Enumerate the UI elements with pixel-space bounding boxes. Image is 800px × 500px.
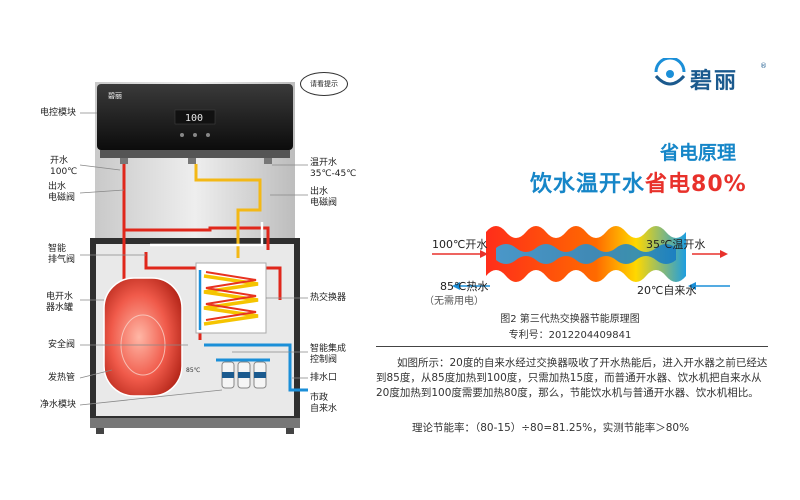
exchanger-tube-inner [496,244,676,264]
label-warm-water: 温开水 35℃-45℃ [310,158,357,179]
label-drain: 排水口 [310,373,338,383]
exchanger-diagram [432,226,730,290]
divider [376,346,768,347]
explanation-paragraph: 如图所示：20度的自来水经过交换器吸收了开水热能后，进入开水器之前已经达到85度… [376,357,768,399]
label-outlet-valve-left: 出水 电磁阀 [48,182,76,203]
panel-display: 100 [185,113,203,124]
label-control-module: 电控模块 [40,108,77,118]
label-hot-water: 开水 100℃ [50,156,78,177]
label-heat-exchanger: 热交换器 [310,293,347,303]
label-outlet-valve-right: 出水 电磁阀 [310,187,338,208]
exchanger-label-warm-out: 35℃温开水 [646,238,706,251]
brand-logo-icon [654,58,686,86]
label-tank: 电开水 器水罐 [46,292,74,313]
label-purify-module: 净水模块 [40,400,77,410]
hint-bubble[interactable]: 请看提示 [300,72,348,96]
exchanger-label-hot-in: 100℃开水 [432,238,488,251]
panel-logo: 碧丽 [108,91,122,100]
exchanger-label-no-power: （无需用电） [424,296,484,307]
brand-reg-mark: ® [760,62,767,70]
exchanger-label-cold-in: 20℃自来水 [637,284,697,297]
savings-formula: 理论节能率：（80-15）÷80=81.25%，实测节能率＞80% [412,422,690,434]
temp-tag: 85℃ [186,367,201,374]
heading-slogan: 饮水温开水省电80% [530,166,747,198]
hot-water-tank [103,277,183,397]
brand-name: 碧丽 [690,69,739,94]
label-tap-water: 市政 自来水 [310,393,338,414]
heading-principle: 省电原理 [660,142,737,164]
exchanger-label-85: 85℃热水 [440,280,489,293]
label-safety-valve: 安全阀 [48,340,76,350]
patent-number: 专利号：2012204409841 [508,330,632,341]
filter-cartridges [221,361,267,389]
figure-caption: 图2 第三代热交换器节能原理图 [500,314,640,325]
label-heating-tube: 发热管 [48,373,76,383]
heading-slogan-red: 省电80% [645,172,747,197]
label-smart-vent: 智能 排气阀 [48,244,76,265]
label-smart-control-valve: 智能集成 控制阀 [310,344,347,365]
heading-slogan-blue: 饮水温开水 [530,172,646,197]
